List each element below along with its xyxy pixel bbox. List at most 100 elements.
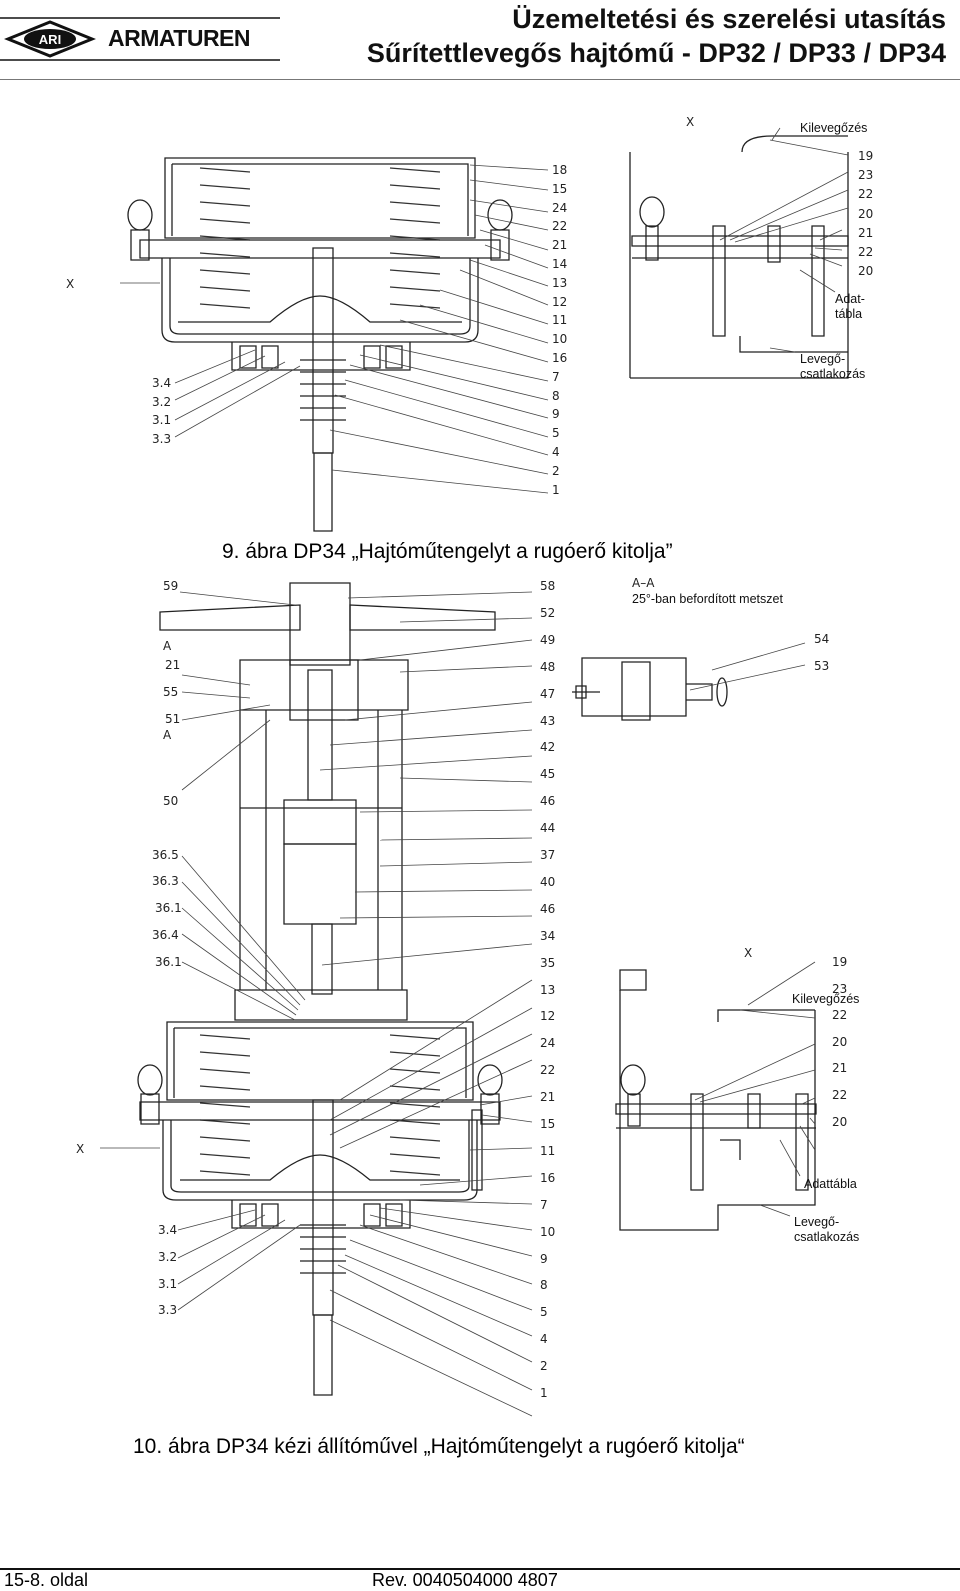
figure9-caption: 9. ábra DP34 „Hajtóműtengelyt a rugóerő … (222, 540, 673, 563)
part-number-label: 46 (540, 794, 556, 809)
part-number-label: 13 (540, 982, 556, 997)
part-number-label: 12 (540, 1009, 556, 1024)
part-number-label: 46 (540, 901, 556, 916)
part-number-label: 8 (540, 1278, 548, 1293)
part-number-label: 37 (540, 848, 556, 862)
part-number-label: 59 (163, 579, 179, 593)
part-number-label: 24 (552, 200, 568, 215)
part-number-label: 21 (552, 238, 568, 253)
part-number-label: 10 (552, 332, 568, 347)
part-number-label: 3.4 (152, 376, 172, 390)
fig9-actuator-drawing (128, 158, 512, 531)
footer-rule (0, 1568, 960, 1570)
part-number-label: 5 (552, 426, 560, 441)
part-number-label: 21 (858, 225, 874, 240)
ari-logo: ARI ARMATUREN (0, 16, 280, 62)
part-number-label: 14 (552, 257, 568, 271)
part-number-label: 50 (163, 794, 179, 808)
part-number-label: 3.4 (158, 1223, 178, 1237)
part-number-label: 11 (540, 1143, 556, 1158)
part-number-label: 9 (540, 1251, 548, 1266)
part-number-label: 23 (858, 168, 874, 183)
part-number-label: 9 (552, 407, 560, 422)
part-number-label: 51 (165, 712, 181, 726)
part-number-label: 20 (832, 1034, 848, 1049)
fig10-nameplate-label: Adattábla (804, 1177, 857, 1191)
part-number-label: 53 (814, 658, 830, 673)
part-number-label: 19 (832, 955, 848, 969)
part-number-label: 47 (540, 686, 556, 701)
logo-text: ARMATUREN (108, 25, 251, 51)
part-number-label: 49 (540, 632, 556, 647)
part-number-label: 55 (163, 685, 179, 699)
part-number-label: 36.5 (152, 848, 179, 862)
part-number-label: 22 (858, 245, 874, 259)
fig10-section-title: A–A (632, 576, 655, 590)
fig9-detail-x-label: X (686, 115, 695, 129)
part-number-label: 42 (540, 740, 556, 755)
part-number-label: 1 (540, 1386, 548, 1400)
part-number-label: 58 (540, 579, 556, 593)
part-number-label: 20 (858, 206, 874, 221)
part-number-label: 22 (832, 1008, 848, 1023)
ari-logo-mark: ARI (0, 17, 280, 61)
part-number-label: 4 (552, 445, 560, 459)
part-number-label: 10 (540, 1224, 556, 1239)
part-number-label: 15 (552, 181, 568, 196)
part-number-label: 3.2 (158, 1249, 178, 1264)
page-number: 15-8. oldal (4, 1570, 89, 1590)
part-number-label: 22 (832, 1088, 848, 1102)
part-number-label: 24 (540, 1036, 556, 1051)
part-number-label: 5 (540, 1305, 548, 1320)
part-number-label: 21 (832, 1061, 848, 1076)
revision: Rev. 0040504000 4807 (372, 1570, 558, 1590)
part-number-label: 15 (540, 1117, 556, 1131)
fig9-nameplate-label: Adat- tábla (835, 292, 865, 321)
part-number-label: 52 (540, 605, 556, 620)
fig10-actuator-drawing (138, 583, 502, 1395)
svg-text:ARI: ARI (39, 32, 61, 47)
fig9-leader-lines (120, 128, 848, 493)
part-number-label: 16 (540, 1170, 556, 1185)
fig9-vent-label: Kilevegőzés (800, 121, 868, 135)
part-number-label: 21 (165, 658, 181, 672)
part-number-label: 3.3 (158, 1303, 178, 1318)
part-number-label: 22 (540, 1063, 556, 1078)
part-number-label: A (163, 728, 172, 742)
part-number-label: 12 (552, 294, 568, 309)
fig10-leader-lines (100, 592, 815, 1416)
figure10-caption: 10. ábra DP34 kézi állítóművel „Hajtóműt… (133, 1435, 745, 1458)
fig10-vent-label: Kilevegőzés (792, 992, 860, 1006)
part-number-label: 34 (540, 928, 556, 943)
fig9-x-label: X (66, 277, 75, 291)
part-number-label: 43 (540, 713, 556, 728)
part-number-label: 2 (552, 463, 560, 478)
document-subtitle: Sűrítettlevegős hajtómű - DP32 / DP33 / … (366, 38, 946, 68)
part-number-label: 44 (540, 821, 556, 836)
part-number-label: 7 (540, 1197, 548, 1212)
part-number-label: 35 (540, 955, 556, 970)
part-number-label: 18 (552, 163, 568, 177)
part-number-label: 21 (540, 1090, 556, 1105)
part-number-label: 16 (552, 351, 568, 365)
part-number-label: 22 (858, 187, 874, 202)
part-number-label: 23 (832, 981, 848, 996)
fig10-section-aa-drawing (572, 658, 727, 720)
fig10-x-label: X (76, 1142, 85, 1156)
part-number-label: 1 (552, 482, 560, 497)
part-number-label: 36.3 (152, 874, 179, 888)
part-number-label: 3.3 (152, 431, 172, 446)
part-number-label: 20 (832, 1114, 848, 1129)
part-number-label: 36.4 (152, 928, 179, 942)
part-number-label: 45 (540, 767, 556, 782)
part-number-label: 11 (552, 313, 568, 328)
header-rule (0, 79, 960, 80)
part-number-label: 3.1 (152, 413, 172, 427)
part-number-label: 36.1 (155, 901, 182, 915)
document-title: Üzemeltetési és szerelési utasítás (512, 4, 946, 34)
part-number-label: A (163, 639, 172, 653)
part-number-label: 54 (814, 632, 830, 646)
part-number-label: 7 (552, 369, 560, 384)
part-number-label: 3.1 (158, 1276, 178, 1291)
